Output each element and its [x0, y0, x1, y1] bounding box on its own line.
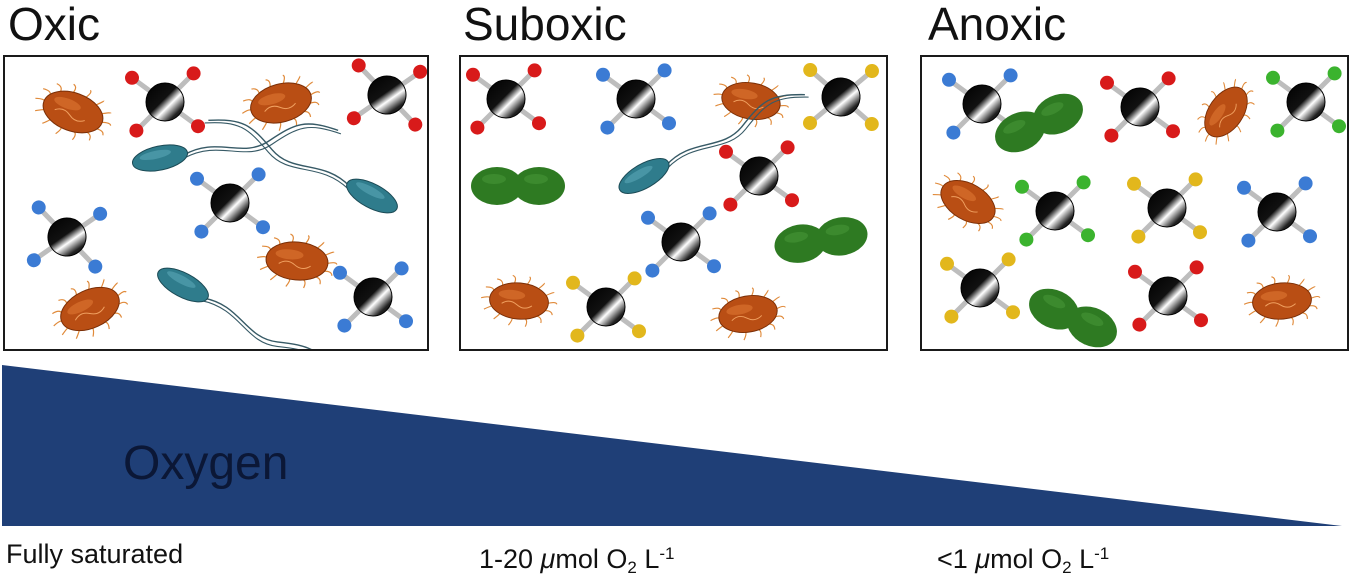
concentration-suboxic-value: 1-20 — [479, 544, 541, 574]
aerobe-bacterium-icon — [1243, 274, 1321, 327]
zone-title-oxic: Oxic — [8, 0, 100, 50]
litre-superscript: -1 — [659, 544, 675, 563]
green-dividing-cell-icon — [995, 93, 1083, 153]
molecule-yellow-icon — [940, 252, 1020, 324]
molecule-red-icon — [1100, 71, 1180, 143]
mu-symbol: μ — [540, 544, 556, 574]
panel-oxic — [3, 55, 429, 351]
molecule-red-icon — [1128, 260, 1208, 332]
aerobe-bacterium-icon — [713, 74, 789, 128]
aerobe-bacterium-icon — [35, 83, 112, 141]
o2-subscript: 2 — [627, 558, 637, 577]
oxygen-gradient-shape — [2, 365, 1342, 526]
oxygen-gradient-wedge — [2, 365, 1342, 526]
green-dividing-cell-icon — [471, 167, 565, 205]
concentration-anoxic-value: <1 — [937, 544, 976, 574]
litre-text: L — [636, 544, 660, 574]
aerobe-bacterium-icon — [932, 172, 1004, 232]
aerobe-bacterium-icon — [710, 287, 786, 341]
aerobe-bacterium-icon — [481, 274, 558, 327]
molecule-red-icon — [346, 58, 427, 132]
molecule-blue-icon — [1237, 176, 1317, 248]
oxygen-label: Oxygen — [123, 437, 289, 490]
aerobe-bacterium-icon — [1197, 78, 1255, 145]
suboxic-illustration — [466, 63, 879, 343]
molecule-green-icon — [1266, 66, 1346, 138]
o2-subscript: 2 — [1062, 558, 1072, 577]
aerobe-bacterium-icon — [257, 233, 338, 289]
aerobe-bacterium-icon — [242, 74, 321, 131]
aerobe-bacterium-icon — [52, 278, 129, 339]
flagellate-icon — [157, 267, 338, 349]
flagellate-icon — [618, 93, 809, 194]
molecule-blue-icon — [641, 206, 721, 278]
molecule-red-icon — [466, 63, 546, 135]
panel-suboxic — [459, 55, 888, 351]
molecule-blue-icon — [333, 261, 413, 333]
molecule-red-icon — [125, 66, 205, 138]
zone-title-anoxic: Anoxic — [928, 0, 1067, 50]
oxic-illustration — [26, 58, 427, 349]
green-dividing-cell-icon — [774, 217, 868, 263]
zone-title-suboxic: Suboxic — [463, 0, 627, 50]
concentration-anoxic: <1 μmol O2 L-1 — [937, 536, 1109, 586]
flagellate-icon — [131, 123, 342, 172]
molecule-red-icon — [719, 140, 799, 212]
panel-anoxic — [920, 55, 1349, 351]
molecule-green-icon — [1015, 175, 1095, 247]
molecule-yellow-icon — [803, 63, 879, 131]
concentration-suboxic: 1-20 μmol O2 L-1 — [479, 536, 674, 586]
molecule-blue-icon — [190, 167, 270, 239]
litre-superscript: -1 — [1094, 544, 1110, 563]
concentration-oxic: Fully saturated — [6, 539, 184, 569]
molecule-yellow-icon — [1127, 172, 1207, 244]
litre-text: L — [1071, 544, 1095, 574]
unit-text: mol O — [555, 544, 628, 574]
mu-symbol: μ — [975, 544, 991, 574]
green-dividing-cell-icon — [1029, 288, 1117, 348]
molecule-blue-icon — [26, 200, 108, 274]
flagellate-icon — [204, 119, 398, 214]
unit-text: mol O — [990, 544, 1063, 574]
molecule-yellow-icon — [566, 271, 646, 343]
anoxic-illustration — [932, 66, 1346, 348]
molecule-blue-icon — [596, 63, 676, 135]
